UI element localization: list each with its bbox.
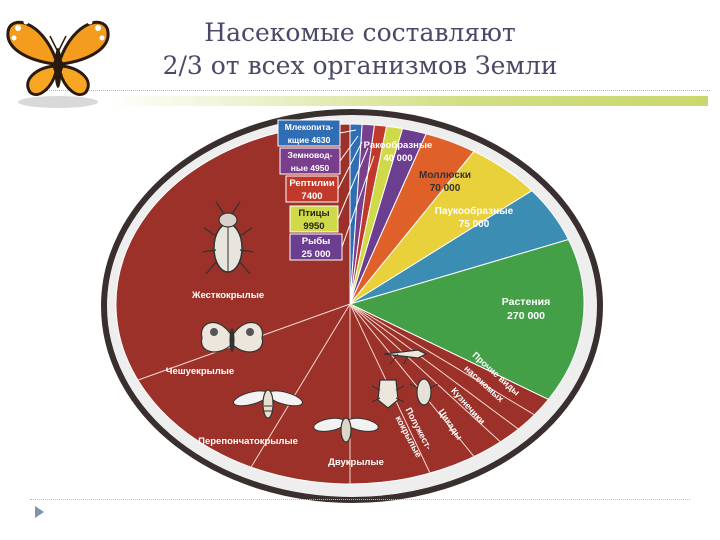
insect-divider-line bbox=[349, 303, 519, 430]
label-molluscs-text: Моллюски bbox=[419, 170, 471, 181]
label-mammals-box bbox=[277, 119, 341, 147]
beetle-icon bbox=[201, 201, 255, 275]
label-crustaceans: Ракообразные 40 000 bbox=[364, 140, 433, 164]
label-plants-text: Растения bbox=[502, 296, 550, 308]
label-crustaceans-text: Ракообразные bbox=[364, 140, 433, 151]
label-hymenoptera: Перепончатокрылые bbox=[198, 436, 298, 447]
callout-line bbox=[339, 129, 357, 134]
label-amphibians-text: Земновод- bbox=[288, 150, 333, 160]
cicada-icon bbox=[409, 378, 439, 406]
footer-rule bbox=[30, 499, 690, 500]
slide-title-line-1: Насекомые составляют bbox=[204, 18, 516, 47]
label-lepidoptera: Чешуекрылые bbox=[166, 366, 234, 377]
label-reptiles-text: 7400 bbox=[301, 191, 322, 202]
label-birds-box bbox=[289, 205, 339, 233]
label-coleoptera: Жесткокрылые bbox=[191, 290, 264, 301]
slide-title: Насекомые составляют 2/3 от всех организ… bbox=[100, 16, 620, 82]
label-mammals-text: кщие 4630 bbox=[288, 135, 331, 145]
callout-line bbox=[341, 155, 375, 248]
insect-divider-line bbox=[349, 303, 475, 457]
label-diptera: Двукрылые bbox=[328, 457, 384, 468]
label-arachnids-text: 75 000 bbox=[459, 219, 490, 230]
butterfly-icon bbox=[6, 19, 110, 108]
label-reptiles-text: Рептилии bbox=[289, 178, 334, 189]
butterfly-insect-icon bbox=[200, 321, 264, 353]
label-crustaceans-text: 40 000 bbox=[383, 153, 412, 164]
label-reptiles: Рептилии 7400 bbox=[285, 175, 339, 203]
insect-divider-line bbox=[250, 303, 351, 468]
grasshopper-icon bbox=[383, 349, 428, 365]
wasp-icon bbox=[233, 389, 303, 419]
fly-icon bbox=[313, 417, 379, 443]
label-amphibians: Земновод-ные 4950 bbox=[279, 147, 341, 175]
label-molluscs: Моллюски 70 000 bbox=[419, 170, 471, 194]
insect-group-dividers bbox=[137, 303, 535, 484]
title-rule-accent bbox=[108, 96, 708, 106]
label-plants-text: 270 000 bbox=[507, 310, 545, 322]
label-molluscs-text: 70 000 bbox=[430, 183, 461, 194]
label-amphibians-box bbox=[279, 147, 341, 175]
title-rule-dotted bbox=[30, 90, 710, 91]
slide-title-line-2: 2/3 от всех организмов Земли bbox=[162, 51, 558, 80]
label-fish: Рыбы 25 000 bbox=[289, 233, 343, 261]
label-plants: Растения 270 000 bbox=[502, 296, 550, 322]
bullet-arrow-icon bbox=[35, 506, 44, 518]
label-reptiles-box bbox=[285, 175, 339, 203]
label-birds-text: Птицы bbox=[298, 208, 329, 219]
callout-line bbox=[337, 141, 363, 190]
slice-plants bbox=[348, 238, 585, 401]
label-fish-text: Рыбы bbox=[302, 236, 330, 247]
label-arachnids: Паукообразные 75 000 bbox=[435, 205, 514, 230]
insect-divider-line bbox=[349, 303, 535, 416]
insect-divider-line bbox=[349, 303, 501, 443]
callout-line bbox=[339, 135, 359, 162]
bug-icon bbox=[371, 379, 405, 409]
label-amphibians-text: ные 4950 bbox=[291, 163, 330, 173]
label-arachnids-text: Паукообразные bbox=[435, 205, 514, 217]
label-fish-box bbox=[289, 233, 343, 261]
label-birds-text: 9950 bbox=[303, 221, 324, 232]
label-mammals: Млекопита-кщие 4630 bbox=[277, 119, 341, 147]
label-birds: Птицы 9950 bbox=[289, 205, 339, 233]
label-mammals-text: Млекопита- bbox=[285, 122, 334, 132]
callout-line bbox=[337, 147, 369, 220]
label-fish-text: 25 000 bbox=[301, 249, 330, 260]
